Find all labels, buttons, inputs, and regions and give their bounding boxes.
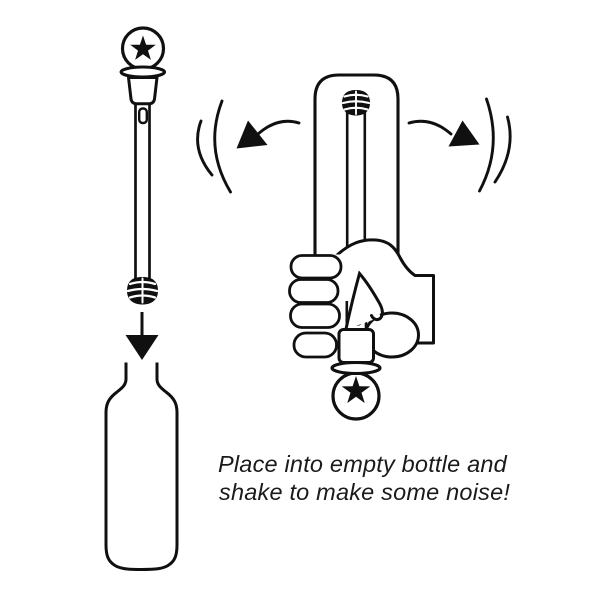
- hand: [288, 238, 435, 359]
- shake-arrow-right-icon: [407, 97, 512, 193]
- cap-flange: [119, 65, 167, 79]
- noisemaker-assembly: [119, 26, 167, 305]
- star-icon: [130, 35, 156, 60]
- insert-arrow-icon: [125, 312, 159, 360]
- screw-threads: [126, 277, 159, 304]
- stick: [134, 98, 151, 283]
- empty-bottle: [104, 362, 179, 571]
- finger: [289, 254, 343, 280]
- caption-line-2: shake to make some noise!: [219, 479, 510, 505]
- cap: [127, 76, 159, 106]
- screw-threads: [341, 90, 371, 115]
- shake-figure: [196, 73, 512, 421]
- screw-tip-inside-icon: [341, 90, 371, 116]
- star-icon: [341, 376, 371, 404]
- finger: [292, 331, 338, 359]
- cap-flange: [330, 360, 382, 376]
- motion-arc: [213, 99, 232, 194]
- finger: [288, 278, 340, 304]
- motion-arc: [196, 119, 214, 177]
- caption: Place into empty bottle and shake to mak…: [218, 451, 510, 505]
- motion-arc: [478, 97, 495, 193]
- screw-tip-icon: [126, 277, 159, 305]
- shake-arrow-left-icon: [196, 99, 301, 194]
- motion-arc: [493, 115, 512, 184]
- cap-inverted: [337, 328, 375, 364]
- stick-inside-bottle: [345, 108, 367, 254]
- caption-line-1: Place into empty bottle and: [218, 451, 508, 477]
- star-ball-icon: [120, 26, 166, 71]
- finger: [289, 302, 341, 329]
- thumb-tip: [344, 270, 384, 331]
- stick-slot: [137, 107, 148, 125]
